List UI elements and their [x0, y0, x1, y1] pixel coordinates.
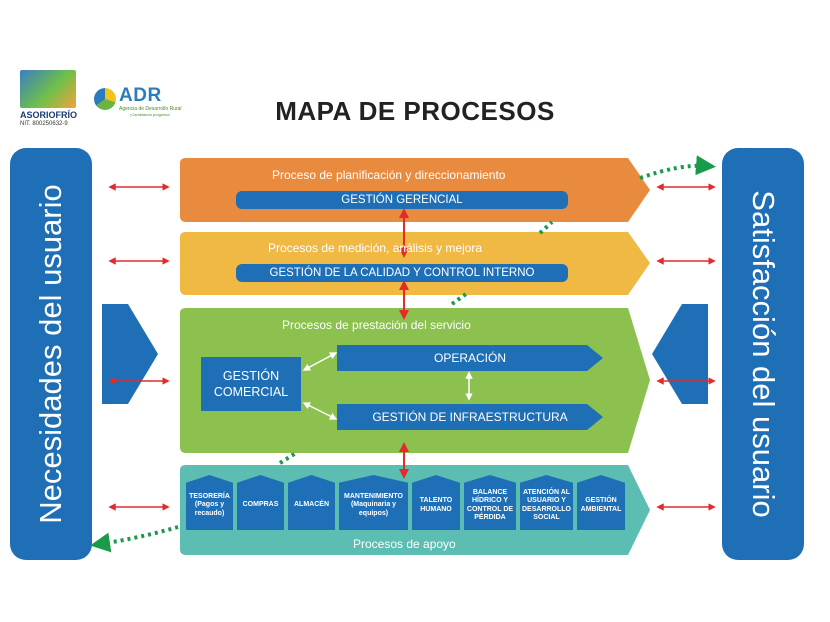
support-item-purchasing: COMPRAS	[237, 475, 284, 530]
commercial-process-box: GESTIÓN COMERCIAL	[201, 357, 301, 411]
user-satisfaction-pillar: Satisfacción del usuario	[722, 148, 804, 560]
commercial-process-label: GESTIÓN COMERCIAL	[213, 369, 289, 399]
quality-process-pill: GESTIÓN DE LA CALIDAD Y CONTROL INTERNO	[236, 264, 568, 282]
feedback-dotted-segment-mid3	[278, 451, 298, 465]
adr-logo-name: Agencia de Desarrollo Rural	[119, 106, 182, 112]
adr-logo-abbr: ADR	[119, 85, 162, 106]
user-needs-pillar: Necesidades del usuario	[10, 148, 92, 560]
feedback-dotted-segment-mid2	[450, 292, 468, 306]
right-output-chevron	[652, 304, 708, 404]
asoriofrio-logo: ASORIOFRÍO NIT. 800250632-9	[20, 70, 80, 130]
adr-logo: ADR Agencia de Desarrollo Rural ¡Cambian…	[94, 85, 184, 118]
adr-logo-emblem	[94, 88, 116, 110]
support-item-user-attention: ATENCIÓN AL USUARIO Y DESARROLLO SOCIAL	[520, 475, 573, 530]
commercial-operation-arrow	[302, 352, 338, 371]
asoriofrio-logo-name: ASORIOFRÍO	[20, 110, 78, 120]
support-item-warehouse: ALMACÉN	[288, 475, 335, 530]
strategic-band-title: Proceso de planificación y direccionamie…	[272, 168, 506, 182]
feedback-dotted-segment-top	[639, 155, 716, 180]
left-input-chevron	[102, 304, 158, 404]
asoriofrio-logo-image	[20, 70, 76, 108]
feedback-dotted-segment-bottom	[90, 525, 179, 553]
support-item-human-talent: TALENTO HUMANO	[412, 475, 460, 530]
commercial-infrastructure-arrow	[302, 402, 338, 420]
support-band-title: Procesos de apoyo	[353, 537, 456, 551]
operation-process-box: OPERACIÓN	[337, 345, 603, 371]
page-title: MAPA DE PROCESOS	[275, 96, 555, 126]
support-item-environmental: GESTIÓN AMBIENTAL	[577, 475, 625, 530]
feedback-dotted-segment-mid1	[538, 220, 554, 235]
measurement-band-title: Procesos de medición, análisis y mejora	[268, 241, 483, 255]
adr-logo-tagline: ¡Cambiando progreso!	[130, 112, 170, 117]
support-item-maintenance: MANTENIMIENTO (Maquinaria y equipos)	[339, 475, 408, 530]
support-item-water-balance: BALANCE HÍDRICO Y CONTROL DE PÉRDIDA	[464, 475, 516, 530]
infrastructure-process-box: GESTIÓN DE INFRAESTRUCTURA	[337, 404, 603, 430]
service-band-title: Procesos de prestación del servicio	[282, 318, 471, 332]
support-item-treasury: TESORERÍA (Pagos y recaudo)	[186, 475, 233, 530]
management-process-pill: GESTIÓN GERENCIAL	[236, 191, 568, 209]
asoriofrio-logo-nit: NIT. 800250632-9	[20, 121, 68, 127]
